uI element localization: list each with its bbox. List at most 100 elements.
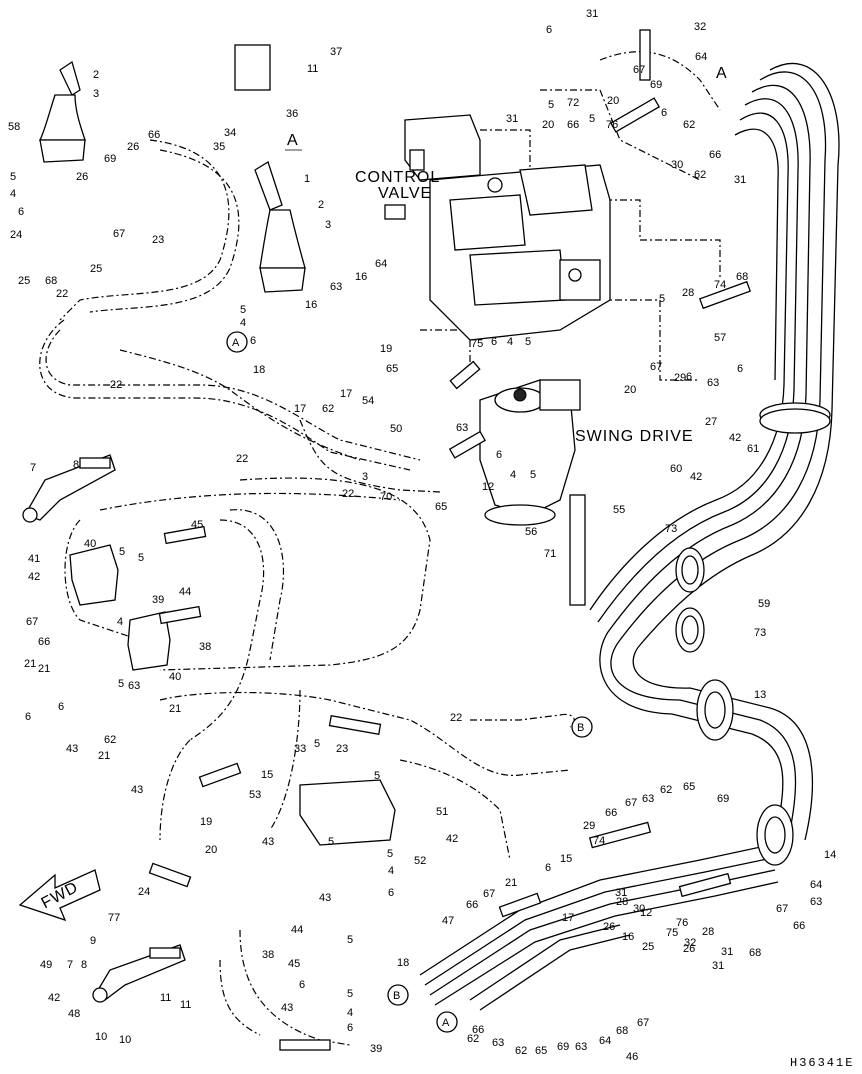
callout-left-middle-19: 45 (191, 519, 203, 531)
callout-lower-right-8: 74 (593, 835, 605, 847)
callout-lower-middle-23: 43 (281, 1002, 293, 1014)
callout-lower-right-14: 12 (640, 907, 652, 919)
callout-top-middle-1: 2 (318, 199, 324, 211)
callout-top-right-6: 36 (286, 108, 298, 120)
swing-drive (479, 379, 581, 526)
callout-swing-drive-area-8: 5 (530, 469, 536, 481)
callout-top-left-12: 26 (76, 171, 88, 183)
callout-top-middle-8: 63 (330, 281, 342, 293)
callout-lower-right-42: 67 (637, 1017, 649, 1029)
callout-lower-middle-1: 23 (336, 743, 348, 755)
callout-lower-right-37: 65 (535, 1045, 547, 1057)
ref-circle-a-2: A (436, 1011, 458, 1033)
callout-lower-right-43: 66 (472, 1024, 484, 1036)
callout-lower-right-15: 76 (676, 917, 688, 929)
callout-lower-middle-19: 44 (291, 924, 303, 936)
callout-top-right-7: 34 (224, 127, 236, 139)
callout-lower-right-20: 68 (749, 947, 761, 959)
callout-lower-right-4: 63 (642, 793, 654, 805)
callout-lower-middle-3: 5 (314, 738, 320, 750)
callout-top-middle-0: 1 (304, 173, 310, 185)
callout-left-middle-4: 42 (28, 571, 40, 583)
callout-top-right-25: 74 (714, 279, 726, 291)
callout-lower-middle-7: 5 (374, 770, 380, 782)
callout-lower-middle-22: 6 (299, 979, 305, 991)
callout-lower-middle-21: 45 (288, 958, 300, 970)
callout-lower-right-34: 62 (467, 1033, 479, 1045)
callout-left-middle-14: 63 (128, 680, 140, 692)
callout-lower-middle-11: 52 (414, 855, 426, 867)
callout-lower-right-12: 28 (616, 896, 628, 908)
callout-lower-right-10: 15 (560, 853, 572, 865)
control-valve-label-2: VALVE (378, 185, 432, 202)
control-valve (384, 114, 611, 341)
callout-top-middle-3: 5 (240, 304, 246, 316)
callout-swing-drive-area-18: 73 (754, 627, 766, 639)
callout-lower-right-17: 32 (684, 937, 696, 949)
lower-right-hoses (419, 844, 779, 1011)
callout-swing-drive-area-12: 71 (544, 548, 556, 560)
callout-top-left-7: 25 (18, 275, 30, 287)
callout-swing-drive-area-19: 59 (758, 598, 770, 610)
callout-top-right-8: 35 (213, 141, 225, 153)
callout-top-right-29: 57 (714, 332, 726, 344)
callout-lower-right-40: 64 (599, 1035, 611, 1047)
callout-left-middle-18: 6 (58, 701, 64, 713)
callout-top-right-32: 29 (674, 372, 686, 384)
callout-left-middle-20: 39 (152, 594, 164, 606)
callout-lower-right-24: 64 (810, 879, 822, 891)
callout-top-right-27: 68 (736, 271, 748, 283)
callout-lower-right-1: 29 (583, 820, 595, 832)
callout-left-middle-15: 21 (169, 703, 181, 715)
callout-lower-right-0: 14 (824, 849, 836, 861)
fittings (148, 29, 752, 1051)
callout-top-middle-5: 6 (250, 335, 256, 347)
callout-top-right-18: 76 (606, 119, 618, 131)
callout-top-right-24: 31 (734, 174, 746, 186)
callout-swing-drive-area-6: 6 (496, 449, 502, 461)
callout-swing-drive-area-9: 65 (435, 501, 447, 513)
callout-swing-drive-area-3: 5 (525, 336, 531, 348)
callout-top-left-15: 25 (90, 263, 102, 275)
joystick-left (38, 60, 86, 163)
callout-lower-middle-0: 22 (450, 712, 462, 724)
swing-drive-label: SWING DRIVE (575, 428, 694, 445)
callout-lower-left-10: 10 (119, 1034, 131, 1046)
callout-left-middle-5: 67 (26, 616, 38, 628)
callout-top-middle-16: 54 (362, 395, 374, 407)
callout-top-left-3: 5 (10, 171, 16, 183)
callout-lower-left-9: 11 (180, 999, 191, 1011)
callout-top-right-31: 63 (707, 377, 719, 389)
callout-top-right-5: 11 (307, 63, 318, 75)
callout-top-middle-4: 4 (240, 317, 246, 329)
callout-top-left-16: 22 (56, 288, 68, 300)
callout-lower-left-1: 9 (90, 935, 96, 947)
ref-circle-b-1: B (571, 716, 593, 738)
callout-top-right-13: 20 (542, 119, 554, 131)
callout-swing-drive-area-20: 13 (754, 689, 766, 701)
callout-lower-middle-9: 51 (436, 806, 448, 818)
callout-lower-right-22: 67 (776, 903, 788, 915)
callout-top-left-13: 23 (152, 234, 164, 246)
callout-swing-drive-area-2: 4 (507, 336, 513, 348)
callout-top-left-8: 68 (45, 275, 57, 287)
hose-harness (39, 51, 721, 1046)
callout-lower-right-30: 26 (603, 921, 615, 933)
callout-lower-left-6: 48 (68, 1008, 80, 1020)
callout-lower-right-5: 62 (660, 784, 672, 796)
callout-lower-right-29: 17 (562, 912, 574, 924)
callout-left-middle-13: 21 (98, 750, 110, 762)
callout-lower-middle-6: 19 (200, 816, 212, 828)
callout-lower-right-3: 67 (625, 797, 637, 809)
callout-lower-right-31: 16 (622, 931, 634, 943)
callout-top-middle-19: 70 (380, 491, 392, 503)
callout-lower-middle-20: 38 (262, 949, 274, 961)
callout-lower-right-11: 31 (615, 887, 627, 899)
callout-lower-middle-4: 15 (261, 769, 273, 781)
callout-left-middle-22: 38 (199, 641, 211, 653)
callout-lower-right-23: 66 (793, 920, 805, 932)
control-valve-label-1: CONTROL (355, 169, 440, 186)
callout-lower-left-8: 10 (95, 1031, 107, 1043)
callout-swing-drive-area-13: 60 (670, 463, 682, 475)
